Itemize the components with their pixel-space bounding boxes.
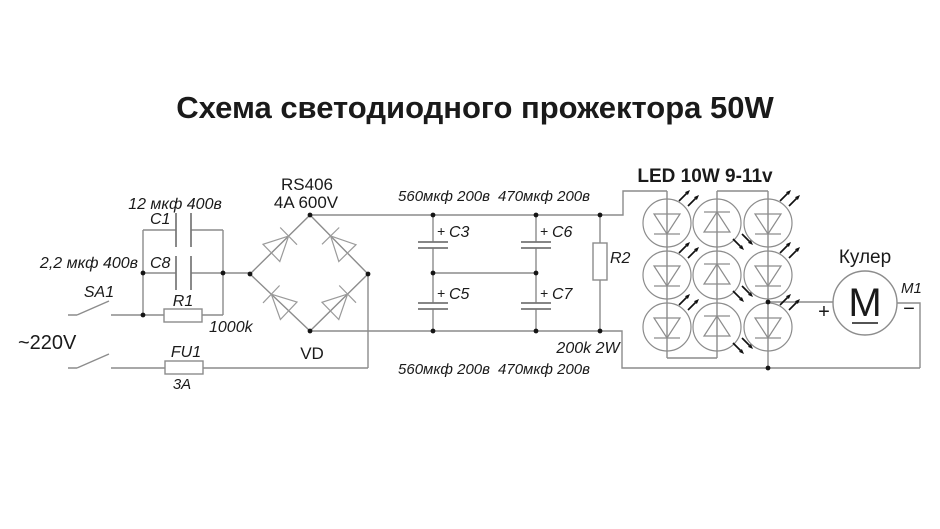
smoothing-capacitors-section: 560мкф 200в 470мкф 200в 560мкф 200в 470м… <box>398 188 590 378</box>
page-title: Схема светодиодного прожектора 50W <box>176 90 774 125</box>
c1-label: C1 <box>150 211 170 228</box>
switch-pole-bottom <box>68 353 165 369</box>
c8-capacitor-symbol <box>175 256 192 290</box>
c1-capacitor-symbol <box>175 213 192 247</box>
c3-capacitor-symbol <box>418 241 448 249</box>
input-filter-section: 12 мкф 400в C1 2,2 мкф 400в C8 R1 1000k <box>39 196 254 336</box>
bleeder-resistor-section: R2 200k 2W <box>555 215 631 357</box>
r2-label: R2 <box>610 250 631 267</box>
dc-negative-rail <box>310 330 920 369</box>
led-matrix-section: LED 10W 9-11v <box>637 166 833 368</box>
switch-pole-top <box>68 300 143 316</box>
c1-value-label: 12 мкф 400в <box>128 196 222 213</box>
diode-top-left <box>261 227 298 263</box>
c5-label: C5 <box>449 286 470 303</box>
cap-top-left-value: 560мкф 200в <box>398 188 490 205</box>
diode-top-right <box>321 227 358 263</box>
switch-label: SA1 <box>84 284 114 301</box>
motor-return-wire <box>897 302 921 368</box>
dc-positive-rail <box>310 190 667 216</box>
r1-label: R1 <box>173 293 193 310</box>
led-emission-arrows <box>732 233 754 251</box>
c5-polarity-sign: + <box>437 285 445 301</box>
diode-bottom-right <box>320 285 357 321</box>
r2-value-label: 200k 2W <box>555 340 621 357</box>
r2-resistor-symbol <box>592 242 608 281</box>
c7-capacitor-symbol <box>521 302 551 310</box>
fuse-rating-label: 3A <box>173 376 191 393</box>
cap-bottom-right-value: 470мкф 200в <box>498 361 590 378</box>
c6-capacitor-symbol <box>521 241 551 249</box>
bridge-designator-label: VD <box>300 344 324 363</box>
fuse-label: FU1 <box>171 344 201 361</box>
c6-polarity-sign: + <box>540 223 548 239</box>
motor-letter: M <box>848 281 881 325</box>
cooler-label: Кулер <box>839 247 891 268</box>
bridge-diamond <box>248 214 369 332</box>
led-emission-arrows <box>732 285 754 303</box>
bridge-part-label: RS406 <box>281 175 333 194</box>
bridge-rating-label: 4A 600V <box>274 193 339 212</box>
c7-label: C7 <box>552 286 574 303</box>
c8-value-label: 2,2 мкф 400в <box>39 255 138 272</box>
motor-minus-sign: − <box>903 298 915 320</box>
r1-value-label: 1000k <box>209 319 254 336</box>
led-matrix-title: LED 10W 9-11v <box>637 166 773 187</box>
r1-resistor-symbol <box>163 308 203 323</box>
c3-polarity-sign: + <box>437 223 445 239</box>
led-emission-arrows <box>732 337 754 355</box>
cap-top-right-value: 470мкф 200в <box>498 188 590 205</box>
c8-label: C8 <box>150 255 171 272</box>
diode-bottom-left <box>262 285 299 321</box>
mains-input-section: ~220V SA1 FU1 3A <box>18 274 369 393</box>
c7-polarity-sign: + <box>540 285 548 301</box>
fuse-symbol <box>164 360 204 375</box>
motor-plus-sign: + <box>818 301 830 323</box>
cooler-section: M Кулер M1 + − <box>818 247 922 368</box>
cap-bottom-left-value: 560мкф 200в <box>398 361 490 378</box>
led-matrix-wiring <box>666 190 833 368</box>
mains-bottom-wire <box>203 274 369 369</box>
motor-designator-label: M1 <box>901 280 922 297</box>
mains-voltage-label: ~220V <box>18 332 77 354</box>
c3-label: C3 <box>449 224 470 241</box>
c5-capacitor-symbol <box>418 302 448 310</box>
bridge-rectifier-section: RS406 4A 600V VD <box>248 175 369 363</box>
junction-dots <box>140 212 771 371</box>
c6-label: C6 <box>552 224 573 241</box>
